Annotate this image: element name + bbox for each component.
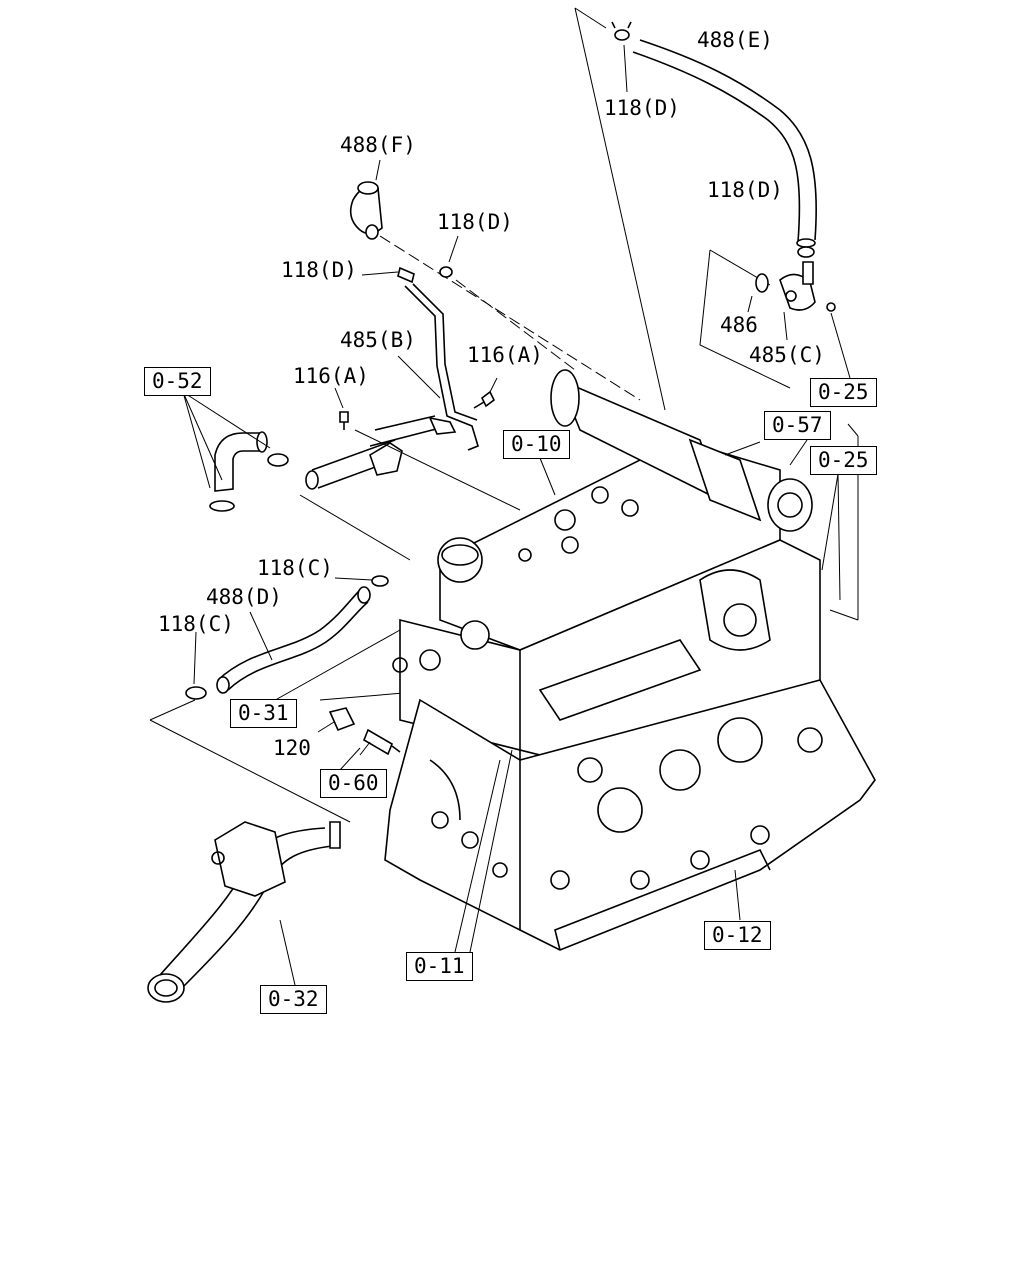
- label-116a-right: 116(A): [467, 343, 543, 367]
- ref-box-0-57: 0-57: [764, 411, 831, 440]
- water-outlet-485c: [779, 261, 816, 311]
- label-120: 120: [273, 736, 311, 760]
- label-485b: 485(B): [340, 328, 416, 352]
- label-485c: 485(C): [749, 343, 825, 367]
- pipe-485b: [369, 266, 479, 451]
- clamp-118d-left: [439, 266, 453, 278]
- water-pipe-assembly: [305, 439, 403, 490]
- plug-120: [328, 707, 356, 732]
- ref-box-0-60: 0-60: [320, 769, 387, 798]
- ref-box-0-11: 0-11: [406, 952, 473, 981]
- label-488f: 488(F): [340, 133, 416, 157]
- label-118c-upper: 118(C): [257, 556, 333, 580]
- label-116a-left: 116(A): [293, 364, 369, 388]
- ref-box-0-12: 0-12: [704, 921, 771, 950]
- hose-488d: [216, 586, 371, 694]
- label-118d-top: 118(D): [604, 96, 680, 120]
- label-118d-left: 118(D): [281, 258, 357, 282]
- clamp-118c-upper: [371, 575, 389, 587]
- o-ring-486: [755, 273, 769, 293]
- sensor-0-60: [363, 728, 401, 756]
- hose-488f: [349, 181, 383, 240]
- bolt-116a-right: [473, 390, 496, 409]
- hose-0-52: [209, 431, 289, 512]
- water-inlet-0-32: [147, 821, 341, 1003]
- ref-box-0-31: 0-31: [230, 699, 297, 728]
- bolt-116a-left: [339, 411, 349, 430]
- label-118d-right: 118(D): [707, 178, 783, 202]
- label-118c-lower: 118(C): [158, 612, 234, 636]
- label-488d: 488(D): [206, 585, 282, 609]
- bolt-small-right: [826, 302, 836, 312]
- label-488e: 488(E): [697, 28, 773, 52]
- clamp-118d-top: [611, 21, 632, 41]
- clamp-118d-right: [797, 246, 815, 258]
- ref-box-0-10: 0-10: [503, 430, 570, 459]
- engine-block: [384, 369, 876, 951]
- ref-box-0-25-upper: 0-25: [810, 378, 877, 407]
- label-486: 486: [720, 313, 758, 337]
- label-118d-mid: 118(D): [437, 210, 513, 234]
- hose-488e: [632, 39, 818, 248]
- ref-box-0-32: 0-32: [260, 985, 327, 1014]
- clamp-118c-lower: [185, 686, 207, 700]
- ref-box-0-25-lower: 0-25: [810, 446, 877, 475]
- ref-box-0-52: 0-52: [144, 367, 211, 396]
